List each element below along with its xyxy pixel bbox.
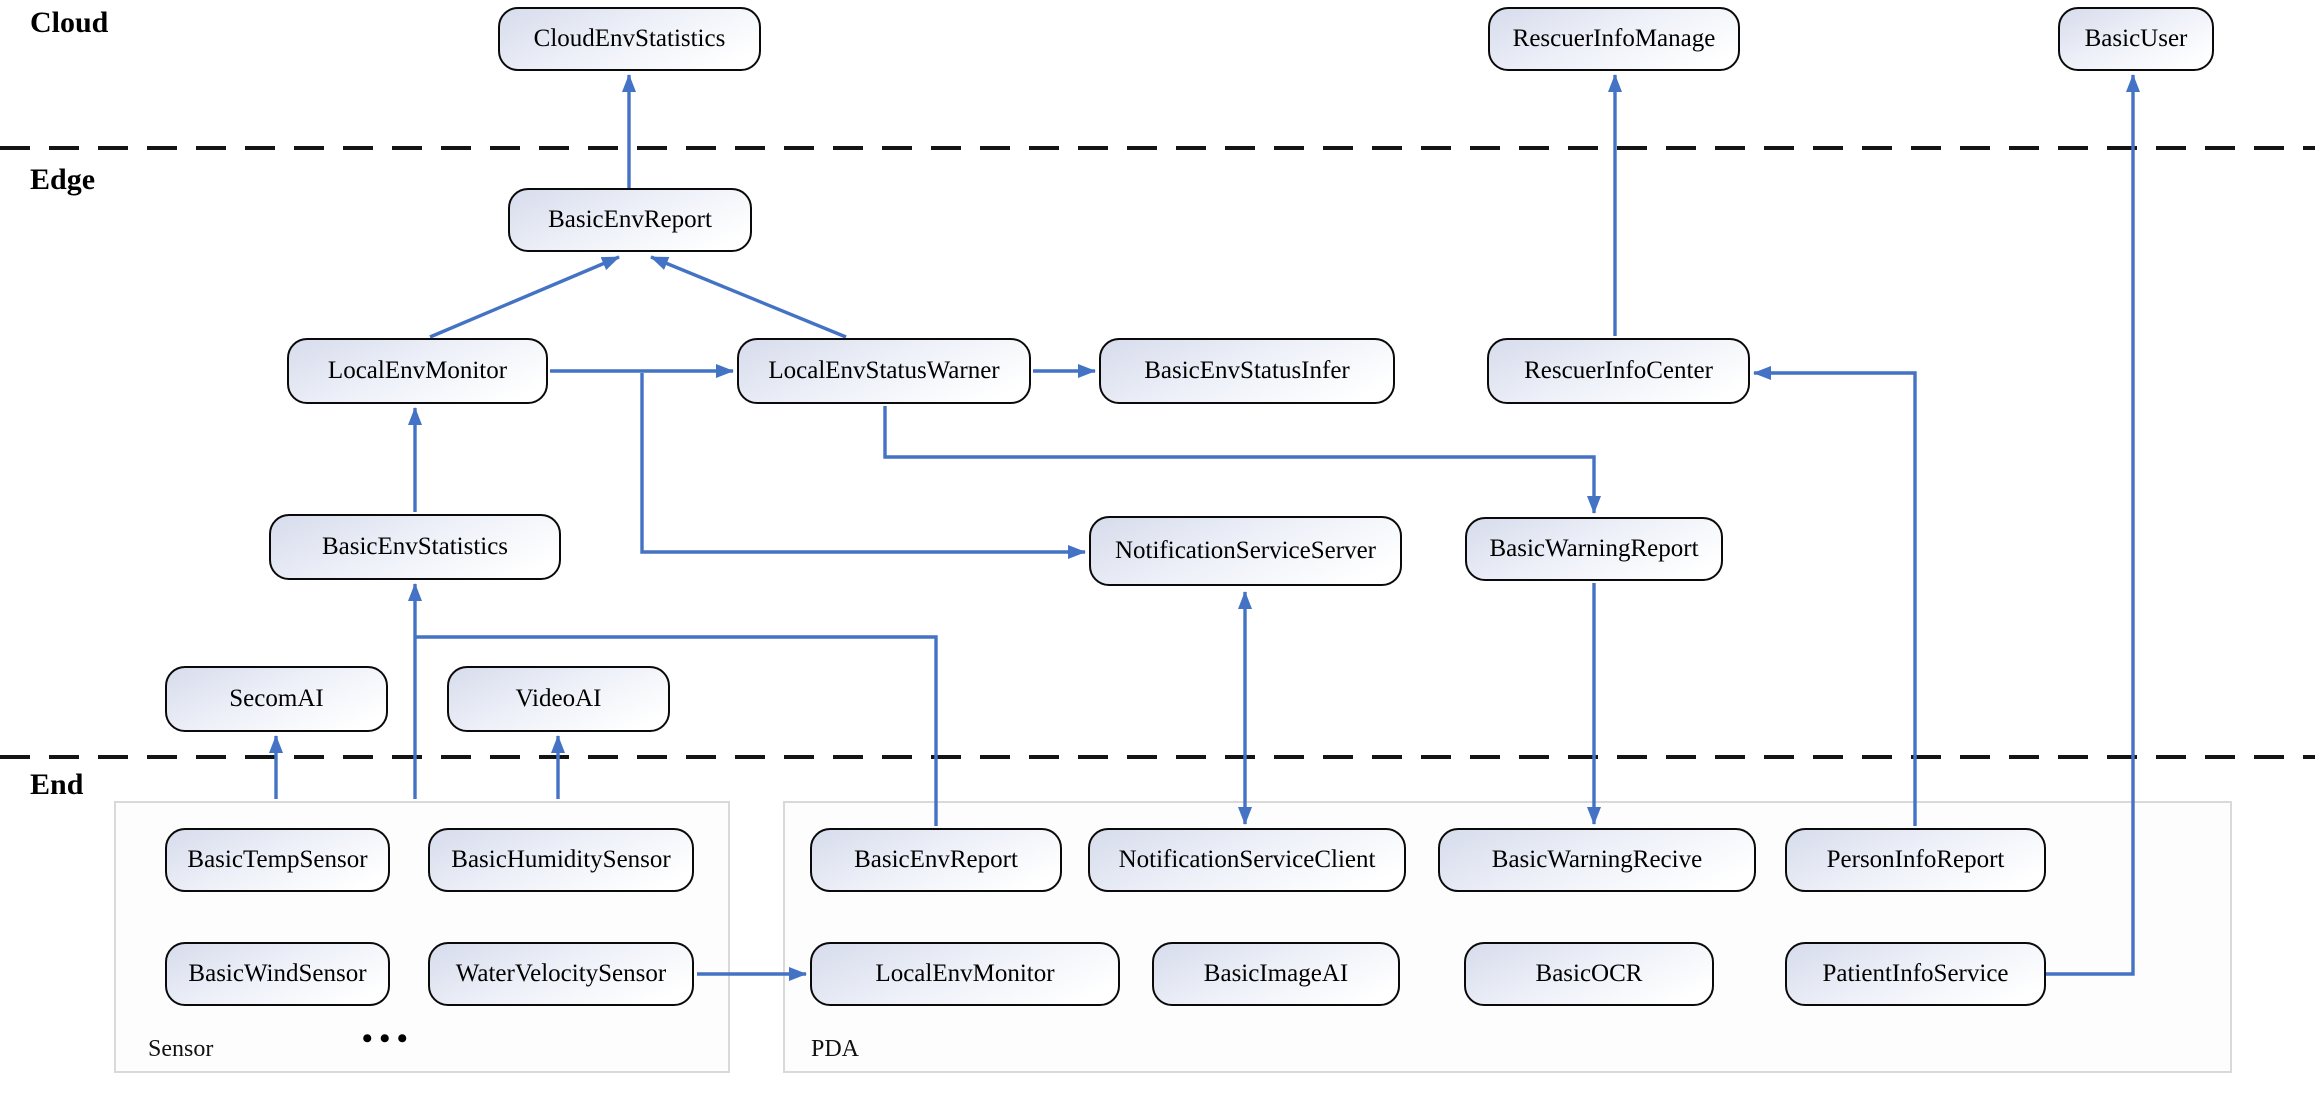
node-label: BasicWarningReport xyxy=(1489,535,1699,563)
node-label: BasicEnvStatistics xyxy=(321,533,509,561)
node-label: BasicOCR xyxy=(1535,960,1643,988)
node-videoai: VideoAI xyxy=(447,666,670,732)
node-basichumiditysensor: BasicHumiditySensor xyxy=(428,828,694,892)
node-personinforeport: PersonInfoReport xyxy=(1785,828,2046,892)
node-label: BasicEnvStatusInfer xyxy=(1144,357,1350,385)
node-label: BasicHumiditySensor xyxy=(451,846,671,874)
node-basicwarningreport: BasicWarningReport xyxy=(1465,517,1723,581)
tier-label-end: End xyxy=(30,768,84,801)
node-label: BasicUser xyxy=(2084,25,2188,53)
node-label: NotificationServiceServer xyxy=(1114,537,1376,565)
node-label: PatientInfoService xyxy=(1822,960,2009,988)
node-basicimageai: BasicImageAI xyxy=(1152,942,1400,1006)
node-cloudenvstatistics: CloudEnvStatistics xyxy=(498,7,761,71)
node-basictempsensor: BasicTempSensor xyxy=(165,828,390,892)
node-label: BasicEnvReport xyxy=(548,206,712,234)
node-basicenvreport-end: BasicEnvReport xyxy=(810,828,1062,892)
node-label: RescuerInfoManage xyxy=(1512,25,1716,53)
node-label: WaterVelocitySensor xyxy=(455,960,667,988)
node-notificationserviceclient: NotificationServiceClient xyxy=(1088,828,1406,892)
more-sensors-ellipsis: ••• xyxy=(362,1022,415,1055)
node-notificationserviceserver: NotificationServiceServer xyxy=(1089,516,1402,586)
node-label: LocalEnvMonitor xyxy=(875,960,1055,988)
tier-label-edge: Edge xyxy=(30,163,96,196)
node-localenvstatuswarner: LocalEnvStatusWarner xyxy=(737,338,1031,404)
node-basicenvreport-edge: BasicEnvReport xyxy=(508,188,752,252)
node-label: PersonInfoReport xyxy=(1826,846,2005,874)
node-label: SecomAI xyxy=(229,685,324,713)
node-localenvmonitor-edge: LocalEnvMonitor xyxy=(287,338,548,404)
node-rescuerinfomanage: RescuerInfoManage xyxy=(1488,7,1740,71)
node-label: BasicWindSensor xyxy=(188,960,367,988)
node-basicwindsensor: BasicWindSensor xyxy=(165,942,390,1006)
node-label: BasicImageAI xyxy=(1203,960,1349,988)
node-secomai: SecomAI xyxy=(165,666,388,732)
node-label: RescuerInfoCenter xyxy=(1524,357,1713,385)
sensor-container-label: Sensor xyxy=(148,1036,214,1062)
node-label: VideoAI xyxy=(515,685,602,713)
node-localenvmonitor-end: LocalEnvMonitor xyxy=(810,942,1120,1006)
node-basicuser: BasicUser xyxy=(2058,7,2214,71)
node-label: CloudEnvStatistics xyxy=(533,25,726,53)
node-basicenvstatistics: BasicEnvStatistics xyxy=(269,514,561,580)
node-label: BasicTempSensor xyxy=(187,846,368,874)
node-label: BasicWarningRecive xyxy=(1491,846,1703,874)
node-patientinfoservice: PatientInfoService xyxy=(1785,942,2046,1006)
node-label: NotificationServiceClient xyxy=(1118,846,1376,874)
node-basicwarningrecive: BasicWarningRecive xyxy=(1438,828,1756,892)
node-basicocr: BasicOCR xyxy=(1464,942,1714,1006)
node-label: LocalEnvMonitor xyxy=(327,357,508,385)
node-label: BasicEnvReport xyxy=(854,846,1018,874)
node-label: LocalEnvStatusWarner xyxy=(768,357,1000,385)
pda-container-label: PDA xyxy=(811,1036,860,1062)
node-basicenvstatusinfer: BasicEnvStatusInfer xyxy=(1099,338,1395,404)
tier-label-cloud: Cloud xyxy=(30,6,109,39)
node-rescuerinfocenter: RescuerInfoCenter xyxy=(1487,338,1750,404)
node-watervelocitysensor: WaterVelocitySensor xyxy=(428,942,694,1006)
